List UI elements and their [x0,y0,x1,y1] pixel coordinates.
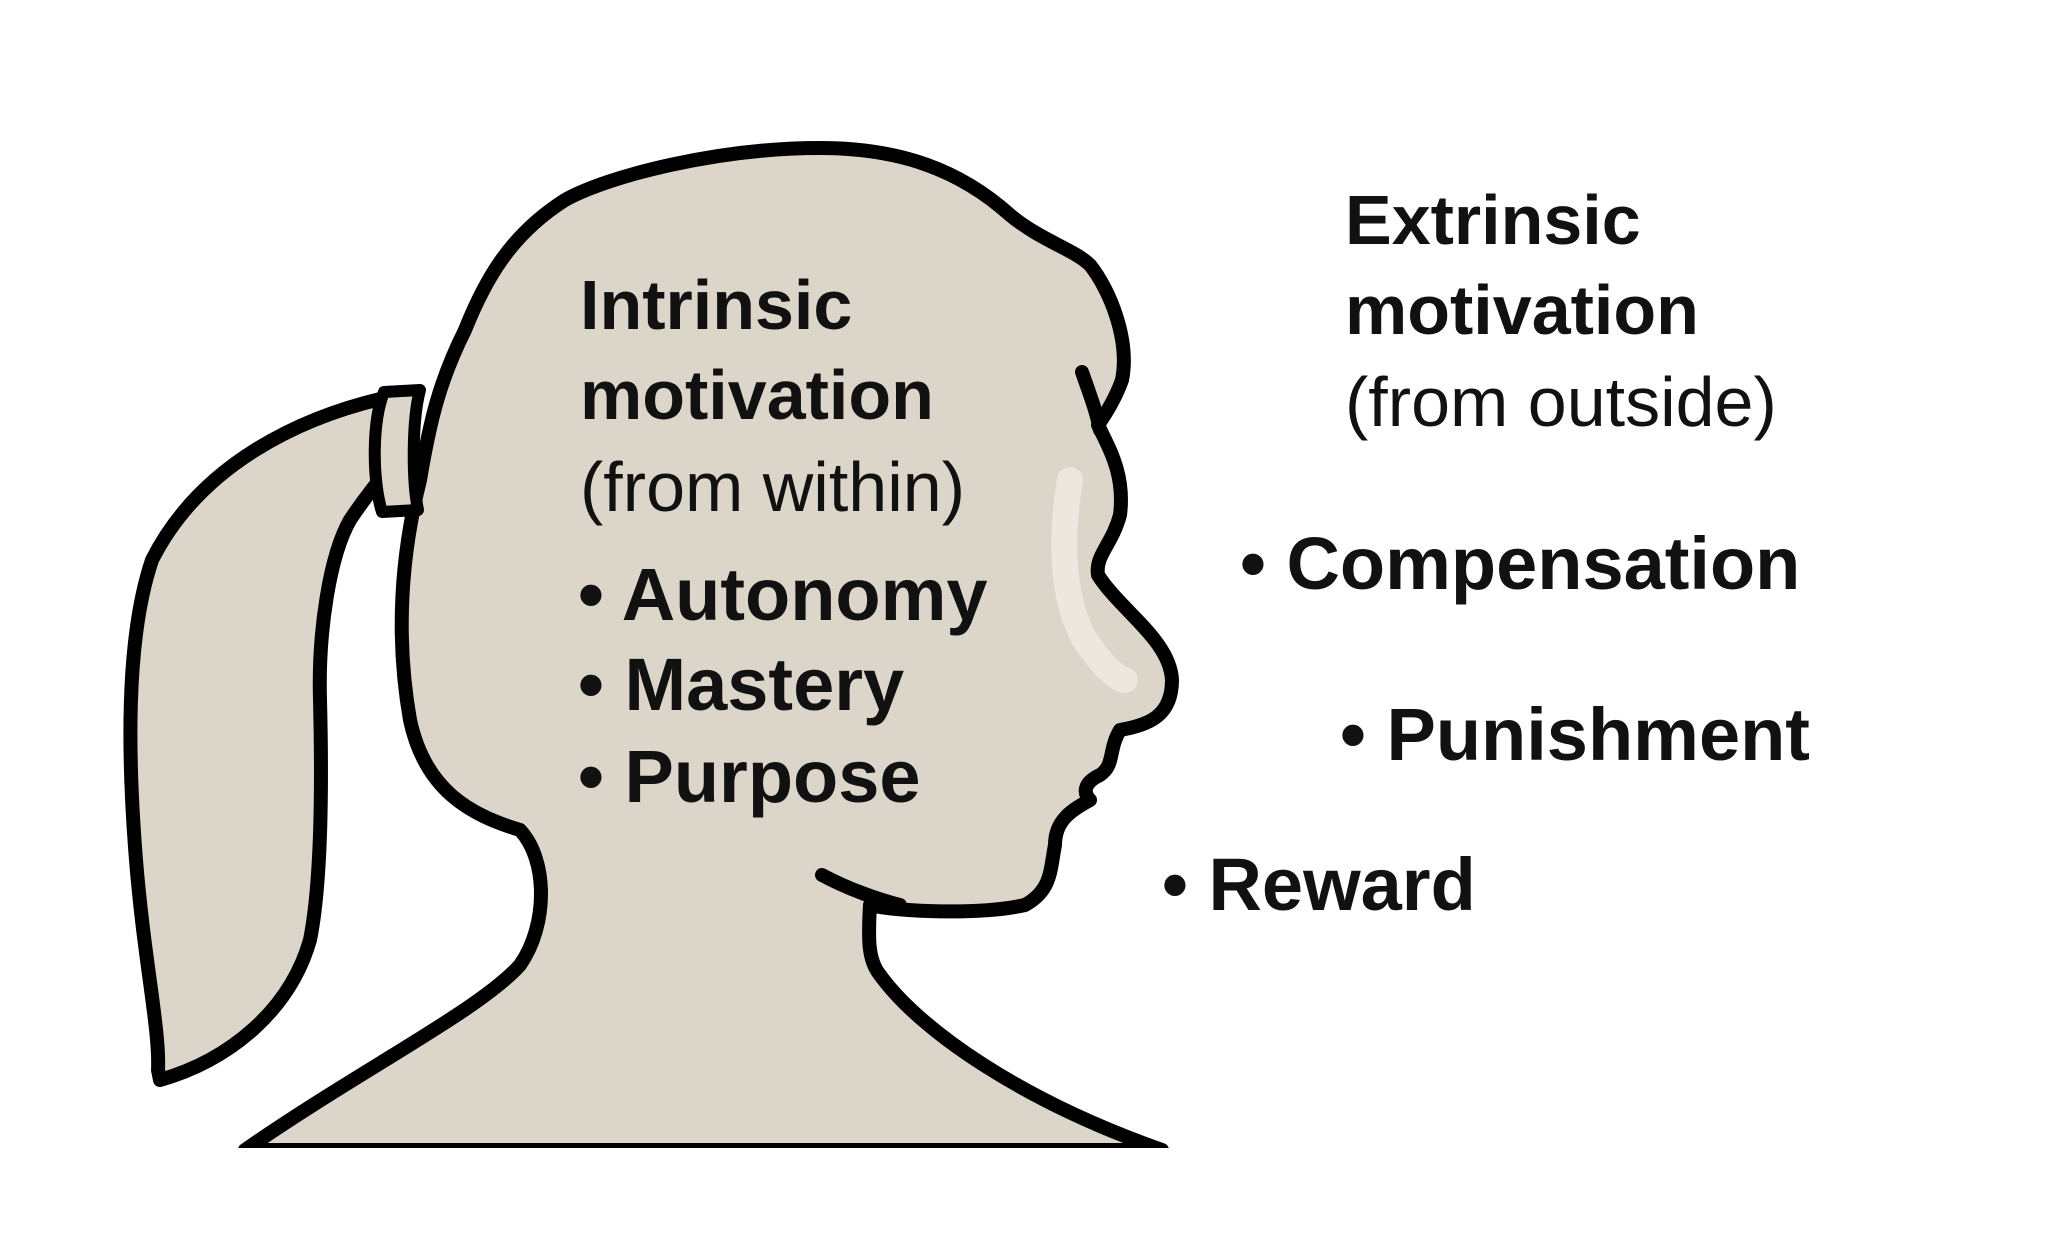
extrinsic-item-reward: • Reward [1162,843,1476,926]
extrinsic-item-compensation: • Compensation [1240,522,1801,605]
temple-line [1075,365,1107,437]
head-shape [238,141,1179,1157]
intrinsic-title-line1: Intrinsic [580,266,853,344]
jaw-line [815,868,907,912]
face-highlight [1051,467,1138,693]
shoulder-cut [230,1148,1180,1162]
ponytail-shape [123,388,407,1087]
intrinsic-item-purpose: • Purpose [578,735,921,818]
extrinsic-title-line2: motivation [1345,271,1699,349]
intrinsic-item-mastery: • Mastery [578,643,905,726]
intrinsic-title-line2: motivation [580,356,934,434]
hair-tie-shape [368,384,426,518]
extrinsic-title-line1: Extrinsic [1345,181,1641,259]
extrinsic-item-punishment: • Punishment [1340,693,1810,776]
extrinsic-subtitle: (from outside) [1345,363,1777,441]
intrinsic-subtitle: (from within) [580,448,966,526]
intrinsic-item-autonomy: • Autonomy [578,553,988,636]
